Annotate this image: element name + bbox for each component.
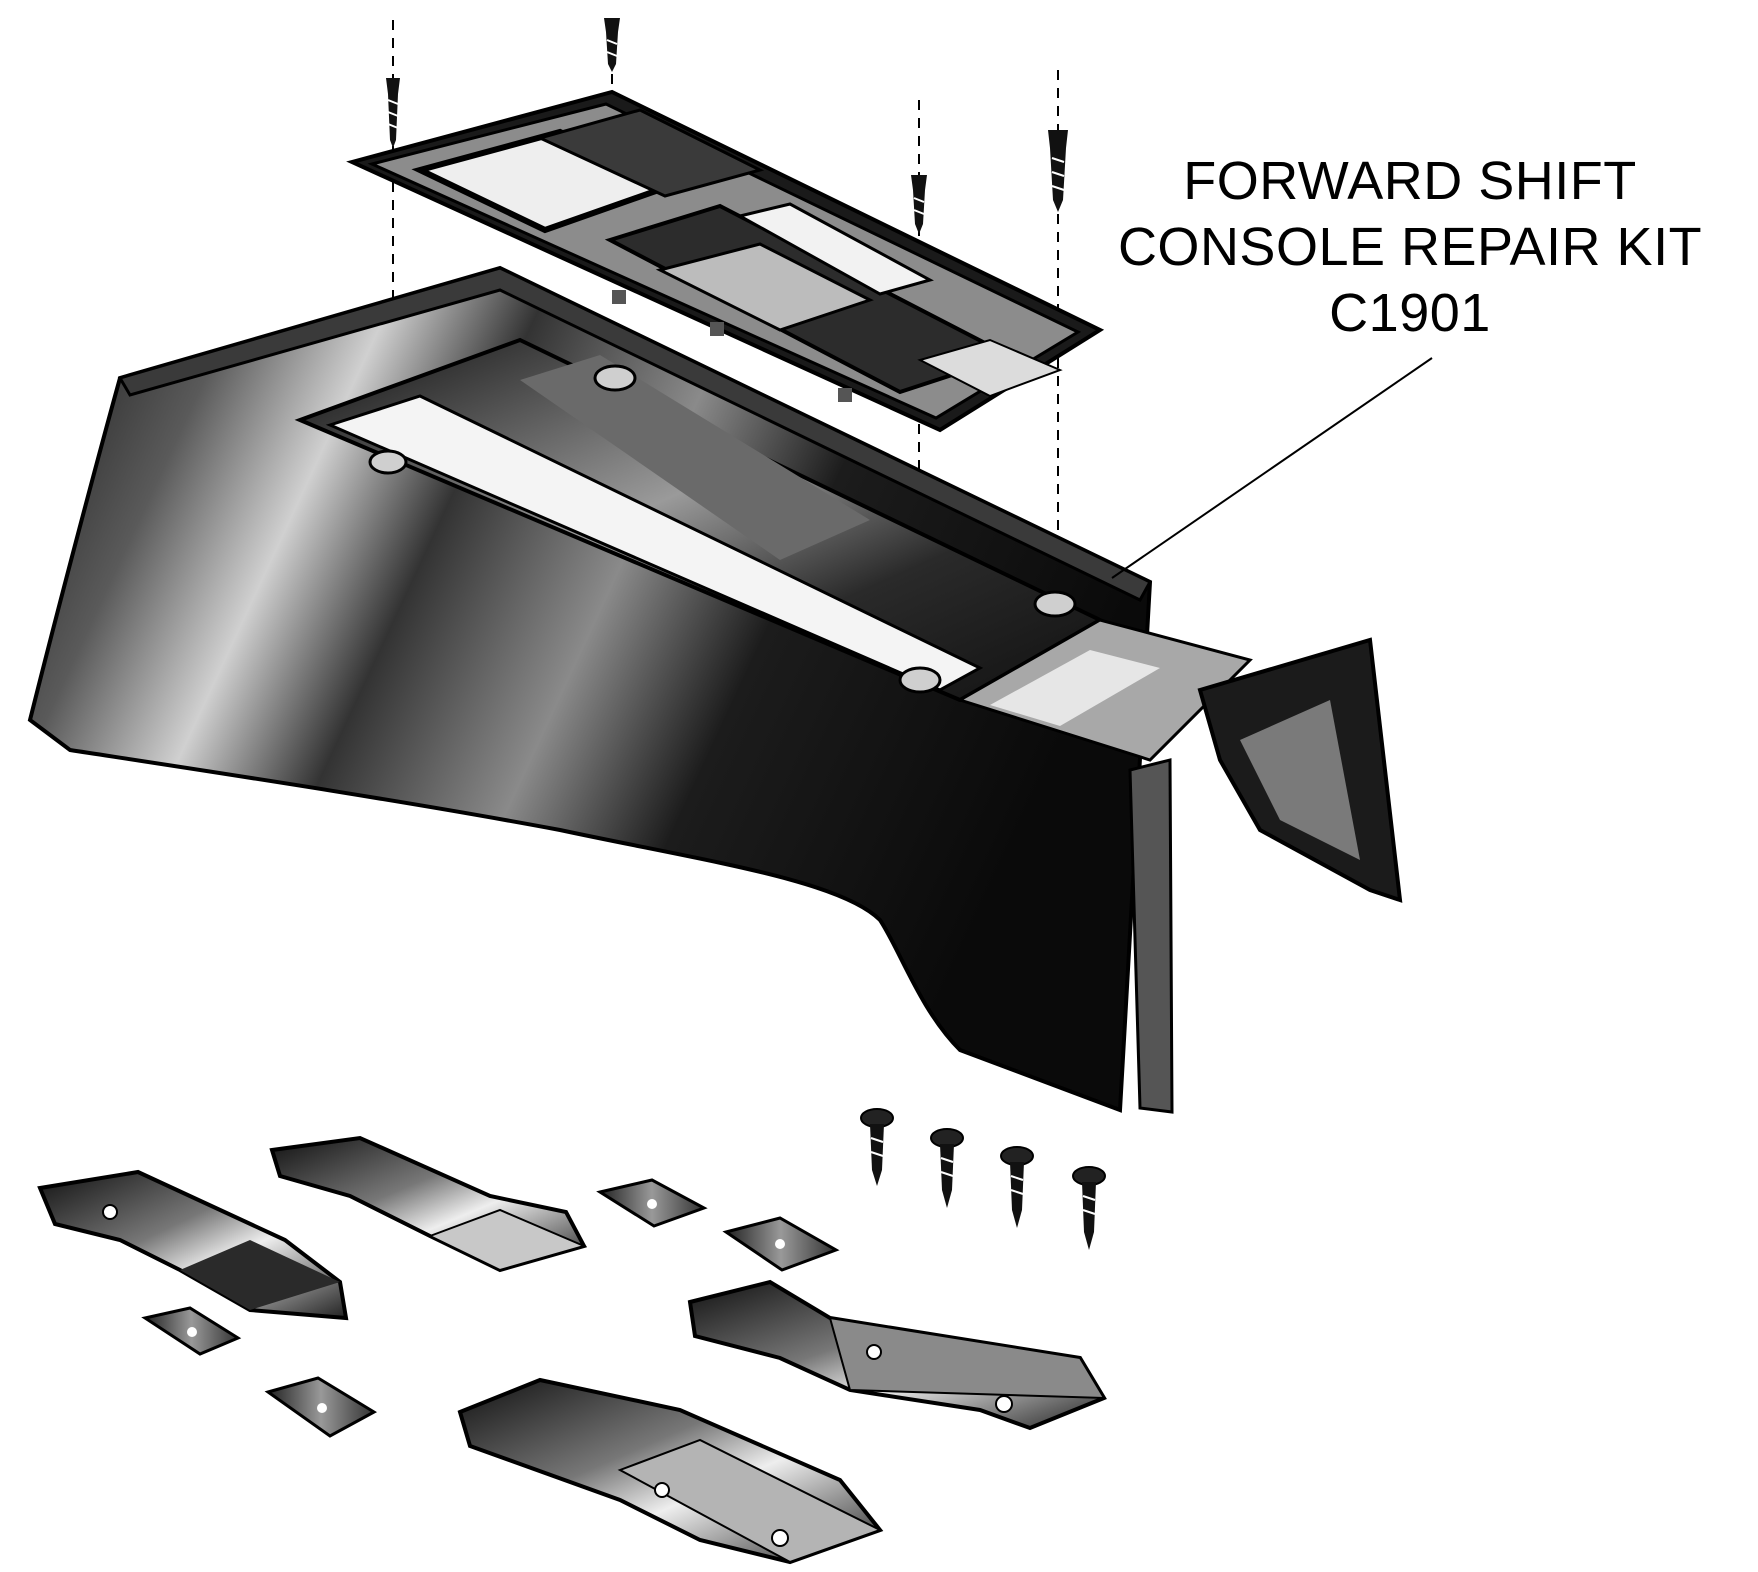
bracket (457, 1377, 884, 1565)
screw (1072, 1166, 1106, 1250)
callout-part-number: C1901 (1329, 283, 1491, 343)
shift-bezel-plate (346, 89, 1105, 433)
bracket (37, 1169, 349, 1321)
callout-leader-line (1111, 357, 1433, 579)
screw (1000, 1146, 1034, 1228)
bracket (269, 1135, 587, 1273)
mounting-brackets (37, 1135, 1107, 1565)
callout-title-line2: CONSOLE REPAIR KIT (1117, 217, 1703, 277)
clip (722, 1216, 840, 1272)
bottom-screws (860, 1108, 1106, 1250)
console-body (27, 265, 1403, 1114)
bracket (687, 1279, 1107, 1431)
screw (860, 1108, 894, 1186)
clip (264, 1376, 378, 1438)
top-screws (386, 18, 1068, 560)
callout-label: FORWARD SHIFT CONSOLE REPAIR KIT C1901 (1080, 148, 1740, 346)
clip (596, 1178, 708, 1228)
screw (604, 18, 620, 92)
screw (930, 1128, 964, 1208)
screw (1048, 70, 1068, 560)
callout-title-line1: FORWARD SHIFT (1183, 151, 1637, 211)
speed-clips (141, 1178, 840, 1438)
clip (141, 1306, 242, 1356)
